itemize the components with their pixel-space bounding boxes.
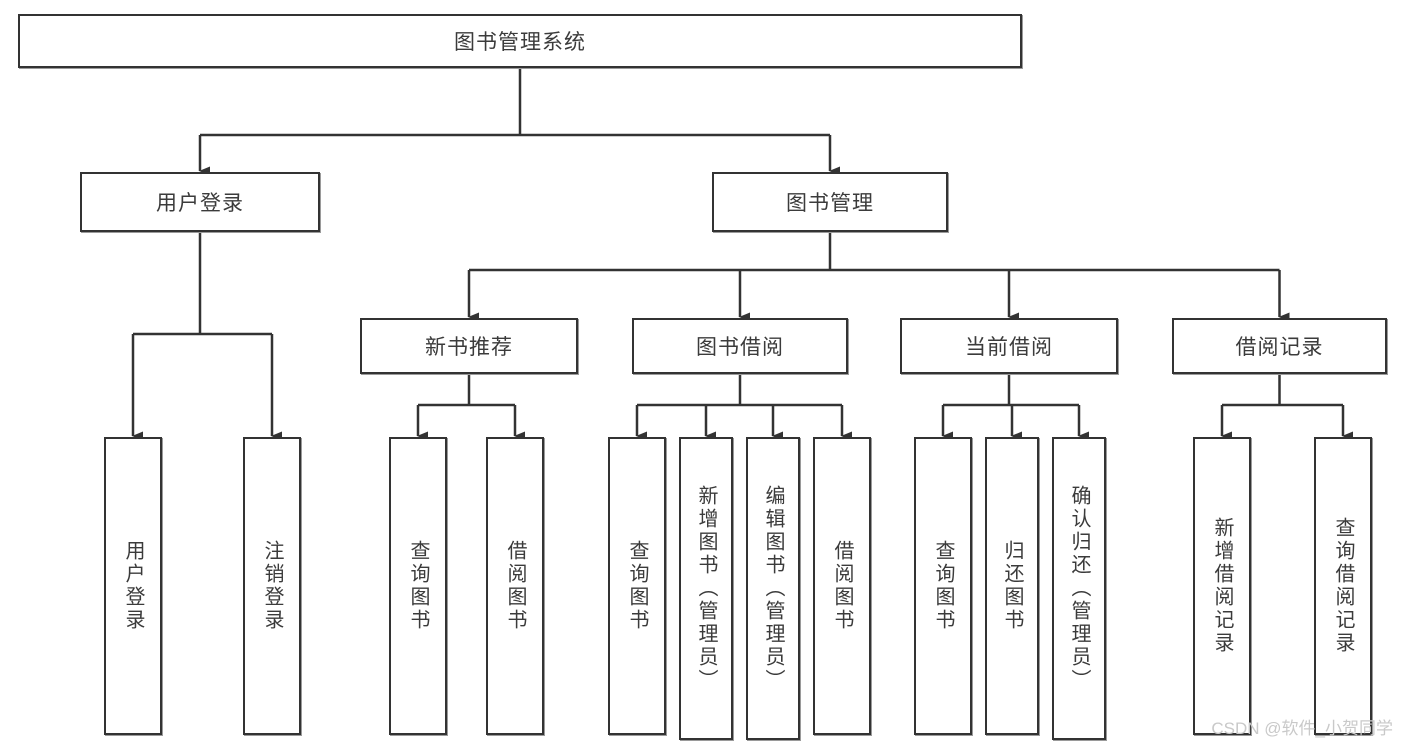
- node-newbook[interactable]: 新书推荐: [360, 318, 578, 374]
- node-label-leaf-user-logout: 注销登录: [261, 540, 283, 632]
- node-login[interactable]: 用户登录: [80, 172, 320, 232]
- node-label-leaf-add-book: 新增图书（管理员）: [695, 485, 717, 692]
- node-label-leaf-borrow-book-2: 借阅图书: [831, 540, 853, 632]
- node-current[interactable]: 当前借阅: [900, 318, 1118, 374]
- node-leaf-query-book-2[interactable]: 查询图书: [608, 437, 666, 735]
- node-label-leaf-query-record: 查询借阅记录: [1332, 517, 1354, 655]
- node-label-leaf-query-book-3: 查询图书: [932, 540, 954, 632]
- node-label-bookmgmt: 图书管理: [786, 192, 874, 215]
- node-leaf-query-record[interactable]: 查询借阅记录: [1314, 437, 1372, 735]
- node-leaf-edit-book[interactable]: 编辑图书（管理员）: [746, 437, 800, 740]
- node-label-leaf-edit-book: 编辑图书（管理员）: [762, 485, 784, 692]
- node-record[interactable]: 借阅记录: [1172, 318, 1387, 374]
- edge-group: [131, 68, 1353, 441]
- node-label-leaf-borrow-book-1: 借阅图书: [504, 540, 526, 632]
- node-label-leaf-add-record: 新增借阅记录: [1211, 517, 1233, 655]
- node-leaf-user-login[interactable]: 用户登录: [104, 437, 162, 735]
- node-leaf-query-book-1[interactable]: 查询图书: [389, 437, 447, 735]
- node-leaf-add-book[interactable]: 新增图书（管理员）: [679, 437, 733, 740]
- node-borrow[interactable]: 图书借阅: [632, 318, 848, 374]
- node-label-newbook: 新书推荐: [425, 336, 513, 359]
- node-leaf-add-record[interactable]: 新增借阅记录: [1193, 437, 1251, 735]
- node-leaf-borrow-book-1[interactable]: 借阅图书: [486, 437, 544, 735]
- node-leaf-confirm-return[interactable]: 确认归还（管理员）: [1052, 437, 1106, 740]
- node-label-record: 借阅记录: [1235, 336, 1324, 359]
- node-label-borrow: 图书借阅: [696, 336, 784, 359]
- node-label-leaf-user-login: 用户登录: [122, 540, 144, 632]
- node-label-leaf-return-book: 归还图书: [1001, 540, 1023, 632]
- node-leaf-user-logout[interactable]: 注销登录: [243, 437, 301, 735]
- node-label-current: 当前借阅: [965, 336, 1053, 359]
- node-root[interactable]: 图书管理系统: [18, 14, 1022, 68]
- node-label-root: 图书管理系统: [454, 31, 586, 54]
- node-label-leaf-query-book-1: 查询图书: [407, 540, 429, 632]
- node-leaf-borrow-book-2[interactable]: 借阅图书: [813, 437, 871, 735]
- watermark: CSDN @软件_小贺同学: [1211, 719, 1393, 738]
- node-label-login: 用户登录: [156, 192, 244, 215]
- node-label-leaf-query-book-2: 查询图书: [626, 540, 648, 632]
- node-label-leaf-confirm-return: 确认归还（管理员）: [1068, 485, 1090, 692]
- node-leaf-query-book-3[interactable]: 查询图书: [914, 437, 972, 735]
- node-bookmgmt[interactable]: 图书管理: [712, 172, 948, 232]
- node-leaf-return-book[interactable]: 归还图书: [985, 437, 1039, 735]
